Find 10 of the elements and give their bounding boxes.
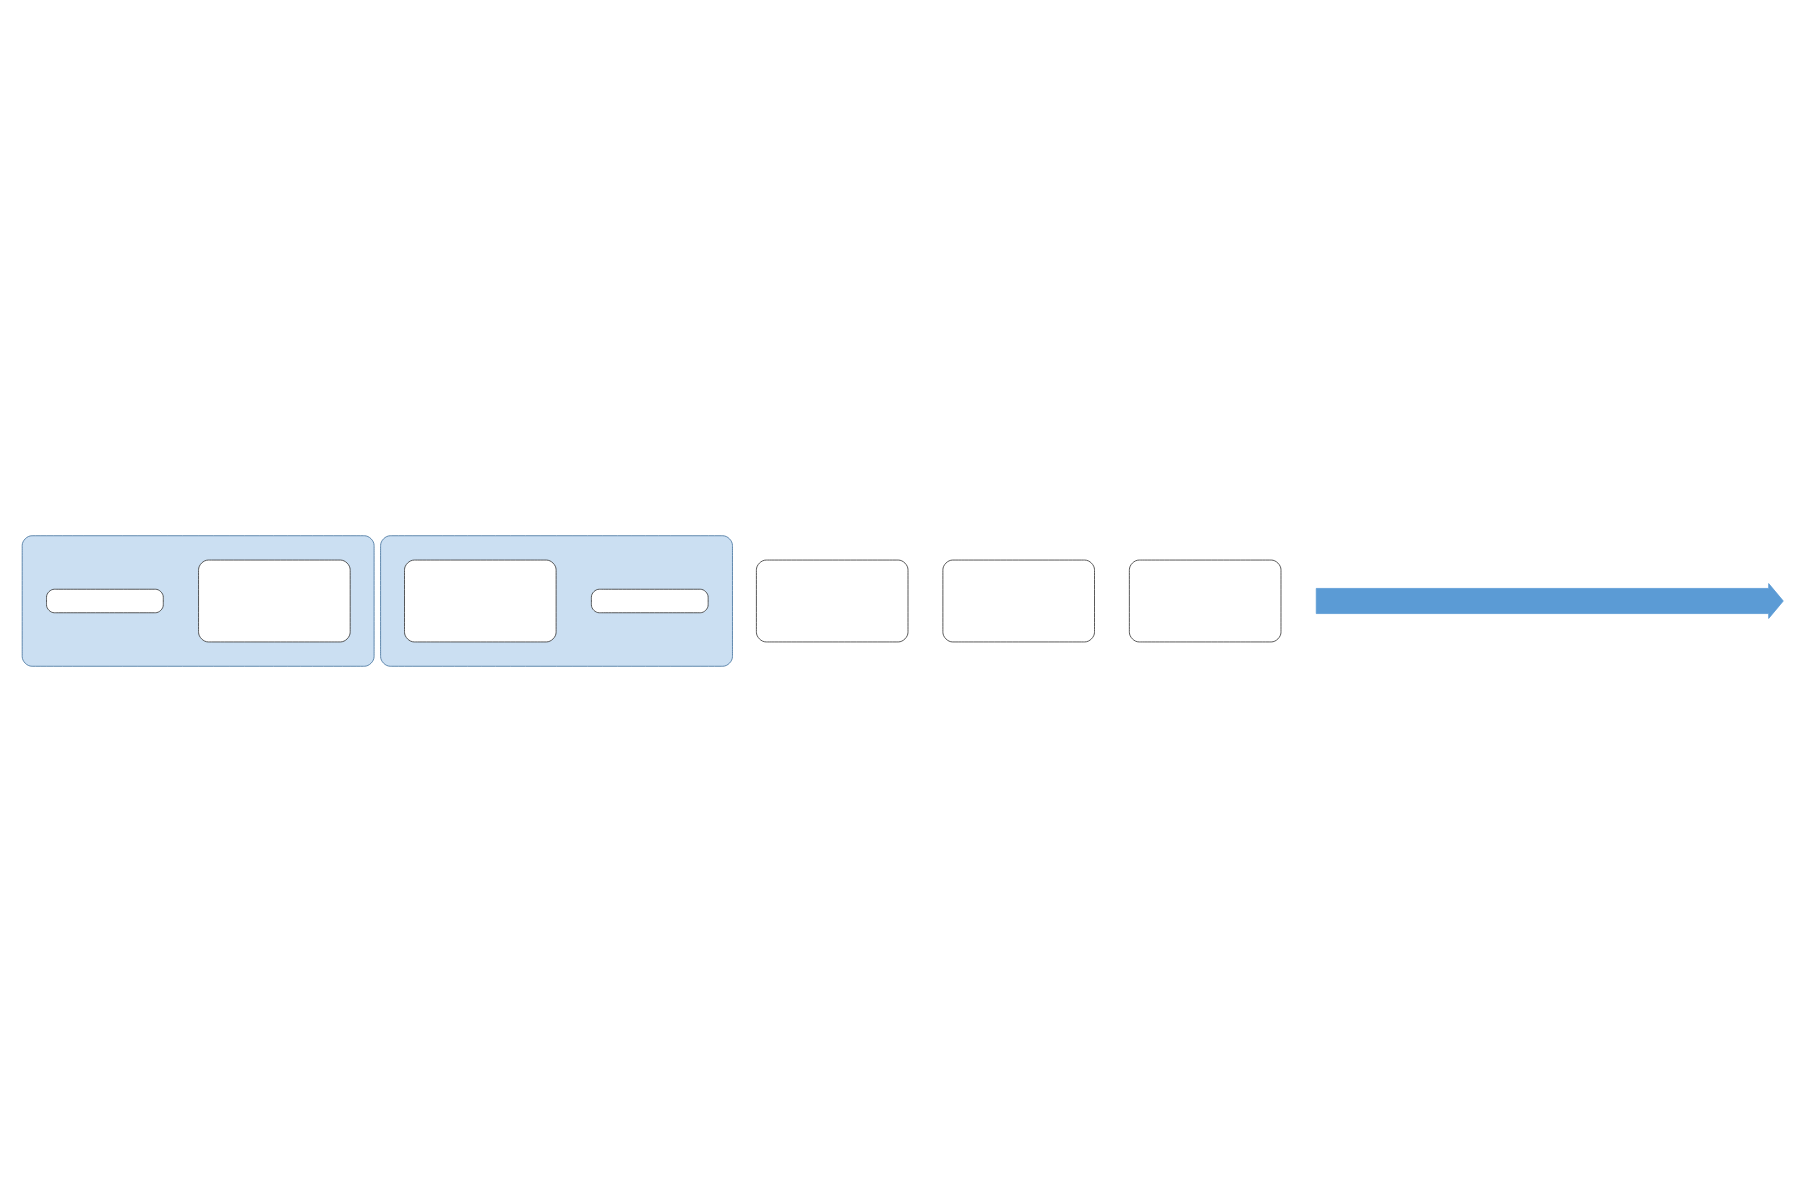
cluster bbox=[21, 534, 375, 667]
node-bar bbox=[591, 588, 709, 613]
node-box bbox=[1128, 559, 1282, 642]
node-box bbox=[942, 559, 1095, 642]
node-box bbox=[404, 559, 557, 642]
node-box bbox=[756, 559, 909, 642]
node-box bbox=[198, 559, 351, 642]
node-bar bbox=[46, 588, 164, 613]
node-arrow bbox=[1315, 582, 1784, 619]
cluster bbox=[380, 534, 733, 667]
